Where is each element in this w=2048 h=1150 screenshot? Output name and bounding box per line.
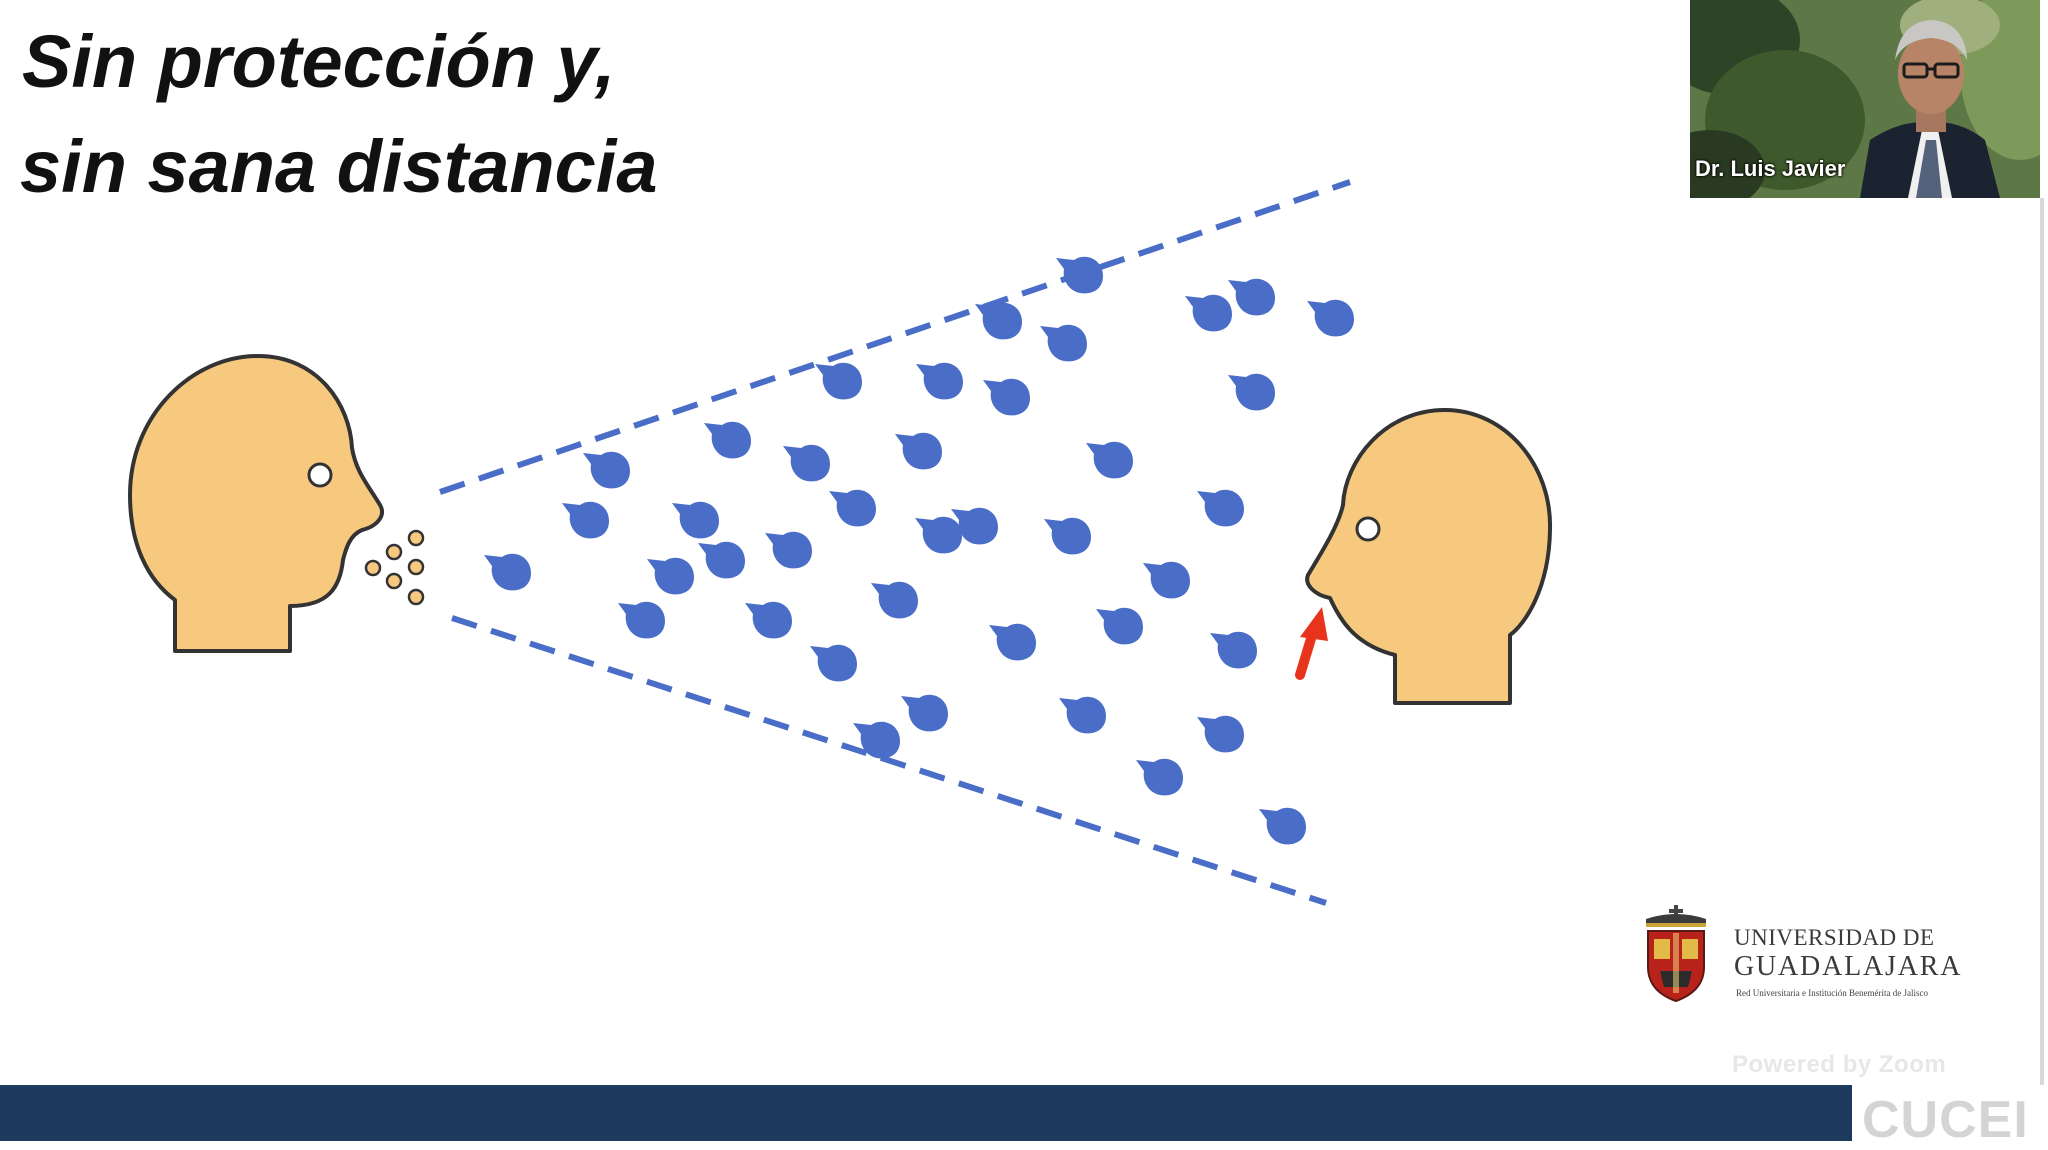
cone-lower-line <box>451 615 1327 906</box>
participant-video-tile[interactable]: Dr. Luis Javier <box>1690 0 2040 198</box>
droplet <box>647 557 694 595</box>
slide-title-line-1: Sin protección y, <box>22 20 616 103</box>
droplet <box>871 581 918 619</box>
droplet <box>1044 517 1091 555</box>
droplet <box>853 721 900 759</box>
droplet <box>901 694 948 732</box>
university-name-line-2: GUADALAJARA <box>1734 951 1963 982</box>
droplet <box>484 553 531 591</box>
droplet <box>1086 441 1133 479</box>
droplet <box>618 601 665 639</box>
droplet <box>810 644 857 682</box>
droplet <box>1059 696 1106 734</box>
droplet <box>989 623 1036 661</box>
droplet <box>745 601 792 639</box>
slide-footer-bar <box>0 1085 1852 1141</box>
participant-video-frame <box>1690 0 2040 198</box>
droplet <box>1185 294 1232 332</box>
droplet <box>1096 607 1143 645</box>
droplet <box>975 302 1022 340</box>
left-head <box>128 354 384 653</box>
droplets-group <box>484 256 1354 845</box>
universidad-de-guadalajara-logo: UNIVERSIDAD DE GUADALAJARA Red Universit… <box>1640 905 1970 1010</box>
inhalation-arrow <box>1295 607 1328 680</box>
cone-upper-line <box>439 179 1351 495</box>
droplet <box>1136 758 1183 796</box>
zoom-watermark: Powered by Zoom <box>1732 1051 1947 1078</box>
droplet <box>765 531 812 569</box>
droplet <box>704 421 751 459</box>
exhaled-particles <box>364 529 425 606</box>
left-head-eye <box>307 462 333 488</box>
participant-name-label: Dr. Luis Javier <box>1695 156 1846 181</box>
droplet <box>783 444 830 482</box>
droplet <box>1040 324 1087 362</box>
droplet <box>1143 561 1190 599</box>
droplet <box>1307 299 1354 337</box>
slide-title-line-2: sin sana distancia <box>20 125 658 208</box>
right-head-eye <box>1355 516 1381 542</box>
right-head <box>1305 408 1553 705</box>
university-name-line-1: UNIVERSIDAD DE <box>1734 925 1935 950</box>
droplet <box>1259 807 1306 845</box>
droplet <box>698 541 745 579</box>
university-shield-icon <box>1646 905 1706 1003</box>
droplet <box>1228 373 1275 411</box>
droplet <box>583 451 630 489</box>
droplet <box>1228 278 1275 316</box>
droplet <box>1056 256 1103 294</box>
droplet <box>672 501 719 539</box>
droplet <box>1210 631 1257 669</box>
droplet <box>895 432 942 470</box>
zoom-gallery-edge <box>2040 198 2044 1085</box>
droplet <box>916 362 963 400</box>
cucei-footer-tag: CUCEI <box>1862 1091 2029 1149</box>
droplet <box>915 516 962 554</box>
droplet <box>815 362 862 400</box>
droplet <box>829 489 876 527</box>
droplet <box>1197 715 1244 753</box>
university-subtitle: Red Universitaria e Institución Beneméri… <box>1736 988 1928 998</box>
droplet <box>562 501 609 539</box>
droplet <box>951 507 998 545</box>
droplet <box>1197 489 1244 527</box>
droplet <box>983 378 1030 416</box>
